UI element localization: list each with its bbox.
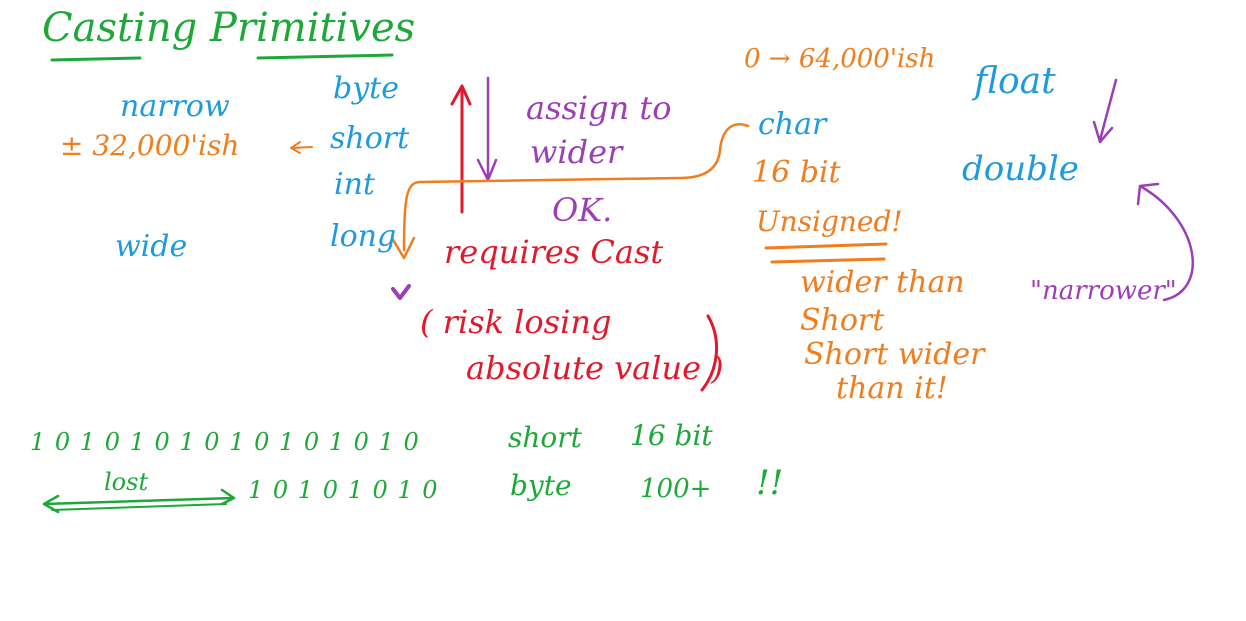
char-note-1: wider than (800, 265, 965, 300)
short-bits: 1 0 1 0 1 0 1 0 1 0 1 0 1 0 1 0 (30, 428, 420, 456)
char-type-label: char (758, 107, 827, 142)
page-title: Casting Primitives (42, 5, 416, 51)
type-byte: byte (333, 71, 399, 106)
range-arrow (290, 141, 313, 154)
unsigned-underline-1 (764, 242, 888, 250)
lost-arrow-2 (51, 503, 227, 511)
risk-losing-label: ( risk losing (420, 303, 612, 341)
char-range-label: 0 → 64,000'ish (744, 44, 936, 74)
char-note-4: than it! (836, 371, 948, 406)
wide-label: wide (115, 229, 188, 264)
red-paren-right (700, 314, 719, 392)
unsigned-underline-2 (770, 257, 886, 264)
byte-bits-label: byte (510, 469, 572, 502)
title-underline-right (256, 53, 394, 60)
exclaim-marks: !! (756, 463, 784, 503)
narrower-label: "narrower" (1030, 276, 1177, 306)
purple-check-mark (391, 284, 411, 300)
assign-to-label: assign to (526, 89, 672, 127)
short-bits-label: short (508, 421, 582, 454)
byte-bits-size: 100+ (640, 474, 712, 504)
requires-cast-label: requires Cast (444, 233, 664, 271)
wider-label: wider (530, 133, 623, 171)
double-label: double (962, 149, 1079, 189)
char-unsigned-label: Unsigned! (756, 205, 903, 238)
type-long: long (330, 219, 397, 254)
float-label: float (974, 61, 1056, 102)
narrow-label: narrow (120, 89, 230, 124)
type-short: short (330, 121, 410, 156)
lost-label: lost (104, 468, 149, 496)
short-bits-size: 16 bit (630, 419, 713, 452)
char-note-3: Short wider (804, 337, 985, 372)
byte-bits: 1 0 1 0 1 0 1 0 (248, 476, 439, 504)
char-note-2: Short (800, 303, 885, 338)
float-double-arrow (1092, 78, 1118, 144)
purple-down-arrow (476, 76, 498, 182)
char-bits-label: 16 bit (752, 155, 841, 190)
narrower-curve-arrow (1136, 182, 1195, 302)
short-range-label: ± 32,000'ish (60, 129, 240, 162)
title-underline-left (50, 56, 142, 62)
char-to-long-path (390, 123, 750, 260)
type-int: int (334, 167, 375, 202)
absolute-value-label: absolute value ) (466, 349, 724, 387)
red-up-arrow (450, 84, 472, 214)
ok-label: OK. (552, 191, 613, 229)
